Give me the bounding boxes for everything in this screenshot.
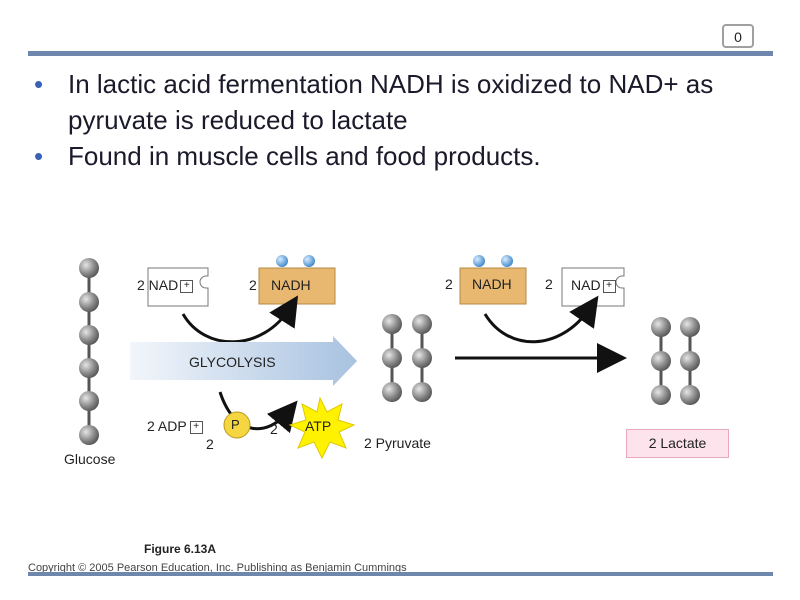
- nadh-left-label: NADH: [271, 277, 311, 293]
- figure-caption: Figure 6.13A: [144, 542, 217, 556]
- atp-arrow: [218, 391, 298, 434]
- copyright-text: Copyright © 2005 Pearson Education, Inc.…: [28, 562, 407, 574]
- atp-label: ATP: [305, 418, 332, 434]
- pyruvate-label: 2 Pyruvate: [364, 435, 431, 451]
- bullet-list: In lactic acid fermentation NADH is oxid…: [28, 66, 748, 174]
- nad-right-label: NAD+: [571, 277, 616, 293]
- glycolysis-label: GLYCOLYSIS: [189, 354, 276, 370]
- phosphate-count: 2: [206, 436, 214, 452]
- nad-right-count: 2: [545, 276, 553, 292]
- nadh-oxidation-arrow: [483, 295, 599, 344]
- phosphate-label: P: [231, 417, 240, 432]
- top-divider: [28, 51, 773, 56]
- atp-star-icon: [288, 396, 356, 460]
- electron-icon: [303, 255, 315, 267]
- nadh-left-count: 2: [249, 277, 257, 293]
- glycolysis-arrow: [130, 336, 357, 386]
- bottom-divider: [28, 572, 773, 576]
- glucose-label: Glucose: [64, 451, 116, 467]
- nad-reduction-arrow: [181, 295, 299, 344]
- nadh-right-label: NADH: [472, 276, 512, 292]
- nad-left-label: 2 NAD+: [137, 277, 194, 293]
- electron-icon: [473, 255, 485, 267]
- slide-number: 0: [722, 24, 754, 48]
- atp-count: 2: [270, 421, 278, 437]
- nadh-right-count: 2: [445, 276, 453, 292]
- electron-icon: [501, 255, 513, 267]
- bullet-item: In lactic acid fermentation NADH is oxid…: [28, 66, 748, 138]
- adp-label: 2 ADP+: [147, 418, 203, 434]
- lactate-molecules: [651, 317, 700, 405]
- nadh-left-card: [258, 267, 336, 305]
- nad-left-card: [147, 267, 209, 307]
- nadh-right-card: [459, 267, 527, 305]
- pyruvate-molecules: [382, 314, 432, 402]
- lactate-label: 2 Lactate: [626, 429, 729, 458]
- phosphate-icon: [223, 411, 251, 439]
- glucose-molecule: [79, 258, 99, 445]
- electron-icon: [276, 255, 288, 267]
- bullet-item: Found in muscle cells and food products.: [28, 138, 748, 174]
